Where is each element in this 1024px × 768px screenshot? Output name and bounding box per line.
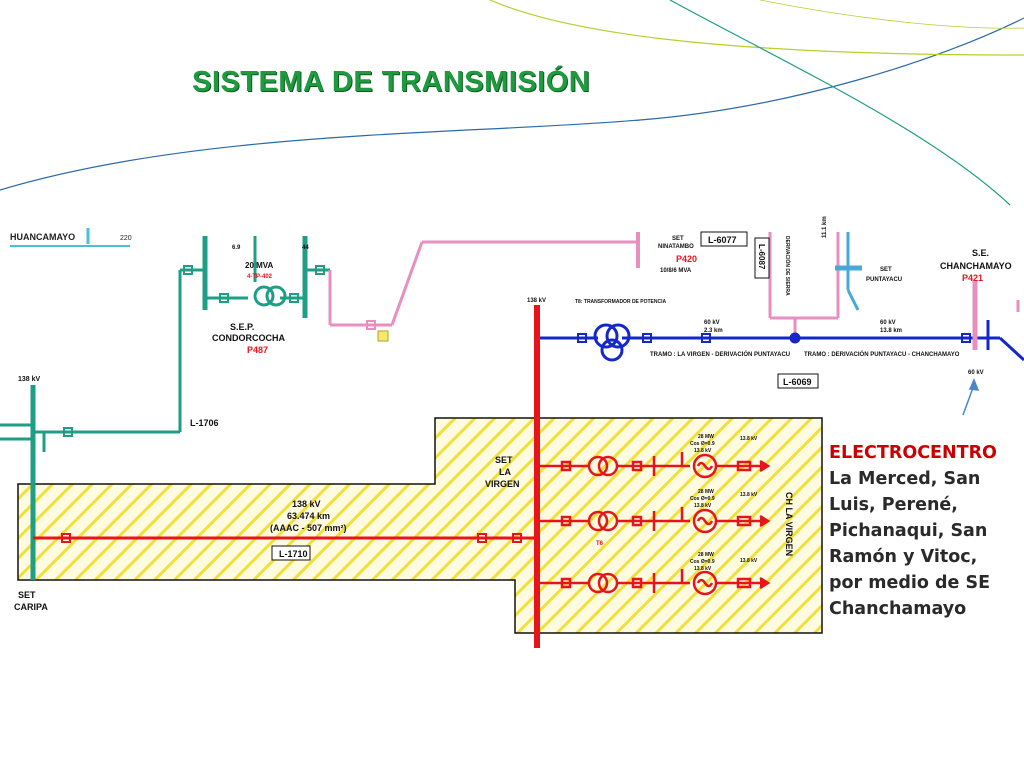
svg-text:20 MVA: 20 MVA xyxy=(245,261,274,270)
svg-text:44: 44 xyxy=(302,245,309,251)
svg-text:13.8 kV: 13.8 kV xyxy=(740,492,758,498)
svg-text:SET: SET xyxy=(495,455,513,465)
svg-text:Cos Ø=0.9: Cos Ø=0.9 xyxy=(690,441,715,447)
svg-text:63.474 km: 63.474 km xyxy=(287,511,330,521)
svg-text:60 kV: 60 kV xyxy=(968,370,984,376)
note-line: Ramón y Vitoc, xyxy=(829,547,978,567)
svg-text:138 kV: 138 kV xyxy=(18,376,41,383)
svg-text:60 kV: 60 kV xyxy=(704,320,720,326)
svg-text:13.8 kV: 13.8 kV xyxy=(694,448,712,454)
svg-text:P487: P487 xyxy=(247,345,268,355)
top-left-fragment: HUANCAMAYO 220 xyxy=(10,228,132,247)
svg-text:4-TP-402: 4-TP-402 xyxy=(247,274,273,280)
svg-text:13.8 kV: 13.8 kV xyxy=(740,558,758,564)
svg-text:VIRGEN: VIRGEN xyxy=(485,479,520,489)
svg-text:L-1710: L-1710 xyxy=(279,549,308,559)
svg-text:L-6077: L-6077 xyxy=(708,235,737,245)
svg-text:T6: T6 xyxy=(596,541,604,547)
blue-60kv-network xyxy=(537,320,1024,362)
svg-text:S.E.P.: S.E.P. xyxy=(230,322,254,332)
svg-text:L-6069: L-6069 xyxy=(783,377,812,387)
pink-network xyxy=(328,232,1020,342)
note-line: por medio de SE xyxy=(829,573,991,593)
svg-text:CARIPA: CARIPA xyxy=(14,602,48,612)
note-line: La Merced, San xyxy=(829,469,981,489)
svg-text:CH LA VIRGEN: CH LA VIRGEN xyxy=(784,492,794,556)
svg-text:LA: LA xyxy=(499,467,511,477)
svg-text:28 MW: 28 MW xyxy=(698,489,714,495)
hatched-area xyxy=(17,417,823,634)
svg-text:T8: TRANSFORMADOR DE POTENCIA: T8: TRANSFORMADOR DE POTENCIA xyxy=(575,299,667,305)
slide-title: SISTEMA DE TRANSMISIÓN xyxy=(192,66,591,98)
derivation-network xyxy=(835,232,862,311)
note-line: Chanchamayo xyxy=(829,599,967,619)
svg-text:13.8 kV: 13.8 kV xyxy=(740,436,758,442)
generator-unit-2 xyxy=(537,507,771,534)
svg-text:DERIVACIÓN DE SIERRA: DERIVACIÓN DE SIERRA xyxy=(784,236,792,296)
svg-text:HUANCAMAYO: HUANCAMAYO xyxy=(10,232,75,242)
note-line: Luis, Perené, xyxy=(829,495,958,515)
svg-text:PUNTAYACU: PUNTAYACU xyxy=(866,277,902,283)
svg-text:11.1 km: 11.1 km xyxy=(822,216,828,238)
generator-unit-1 xyxy=(537,452,771,479)
svg-text:2.3 km: 2.3 km xyxy=(704,328,723,334)
note-heading: ELECTROCENTRO xyxy=(829,443,997,463)
svg-text:138 kV: 138 kV xyxy=(527,298,546,304)
svg-text:L-1706: L-1706 xyxy=(190,418,219,428)
generator-groups xyxy=(537,452,771,596)
svg-text:138 kV: 138 kV xyxy=(292,499,321,509)
diagram-labels: 138 kV SET CARIPA L-1706 138 kV 63.474 k… xyxy=(14,216,1012,612)
svg-text:SET: SET xyxy=(18,590,36,600)
svg-text:TRAMO : DERIVACIÓN PUNTAYACU -: TRAMO : DERIVACIÓN PUNTAYACU - CHANCHAMA… xyxy=(804,350,960,358)
svg-text:TRAMO : LA VIRGEN - DERIVACIÓN: TRAMO : LA VIRGEN - DERIVACIÓN PUNTAYACU xyxy=(650,350,790,358)
svg-text:220: 220 xyxy=(120,235,132,242)
red-138kv-network xyxy=(33,305,540,648)
svg-text:CONDORCOCHA: CONDORCOCHA xyxy=(212,333,285,343)
svg-text:60 kV: 60 kV xyxy=(880,320,896,326)
svg-text:NINATAMBO: NINATAMBO xyxy=(658,244,694,250)
svg-text:28 MW: 28 MW xyxy=(698,434,714,440)
svg-text:P421: P421 xyxy=(962,273,983,283)
generator-unit-3 xyxy=(537,569,771,596)
svg-text:13.8 kV: 13.8 kV xyxy=(694,503,712,509)
svg-text:13.8 kV: 13.8 kV xyxy=(694,566,712,572)
note-line: Pichanaqui, San xyxy=(829,521,988,541)
svg-text:SET: SET xyxy=(672,236,684,242)
svg-text:6.9: 6.9 xyxy=(232,245,241,251)
svg-text:Cos Ø=0.9: Cos Ø=0.9 xyxy=(690,496,715,502)
svg-text:13.8 km: 13.8 km xyxy=(880,328,902,334)
green-network xyxy=(0,236,330,580)
svg-text:Cos Ø=0.9: Cos Ø=0.9 xyxy=(690,559,715,565)
decorative-swooshes xyxy=(0,0,1024,206)
svg-text:S.E.: S.E. xyxy=(972,248,989,258)
pointer-arrow xyxy=(962,378,980,416)
svg-text:(AAAC - 507 mm²): (AAAC - 507 mm²) xyxy=(270,523,347,533)
svg-text:P420: P420 xyxy=(676,254,697,264)
svg-text:L-6087: L-6087 xyxy=(757,244,766,270)
electrocentro-note: ELECTROCENTRO La Merced, San Luis, Peren… xyxy=(829,440,1019,622)
svg-text:10/8/6 MVA: 10/8/6 MVA xyxy=(660,268,692,274)
svg-text:CHANCHAMAYO: CHANCHAMAYO xyxy=(940,261,1012,271)
svg-text:SET: SET xyxy=(880,267,892,273)
svg-text:28 MW: 28 MW xyxy=(698,552,714,558)
